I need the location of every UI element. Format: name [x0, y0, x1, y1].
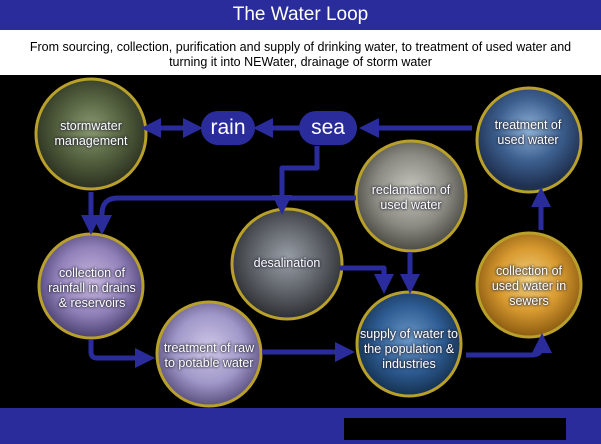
treatment-used-image — [475, 86, 583, 194]
arrow-reclamation-collection — [92, 195, 356, 235]
sea-node: sea — [299, 111, 357, 145]
arrow-supply-collection-used — [466, 333, 552, 358]
slide-subtitle: From sourcing, collection, purification … — [29, 40, 572, 69]
rain-node: rain — [201, 111, 255, 145]
footer-black-box — [344, 418, 566, 440]
treatment-raw-image — [155, 300, 263, 408]
collection-used-label: collection of used water in sewers — [491, 263, 567, 308]
stormwater-label: stormwater management — [54, 119, 128, 148]
supply-label: supply of water to the population & indu… — [360, 326, 458, 371]
collection-used-image — [475, 231, 583, 339]
collection-rainfall-label: collection of rainfall in drains & reser… — [48, 265, 136, 310]
treatment-used-label: treatment of used water — [494, 118, 562, 147]
desalination-label: desalination — [253, 255, 321, 270]
reclamation-label: reclamation of used water — [371, 183, 451, 212]
arrow-desalination-supply — [340, 265, 394, 294]
slide-title: The Water Loop — [0, 0, 601, 30]
treatment-raw-label: treatment of raw to potable water — [163, 341, 255, 370]
arrow-sea-desalination — [272, 146, 320, 215]
arrow-collection-treatment — [88, 340, 155, 368]
